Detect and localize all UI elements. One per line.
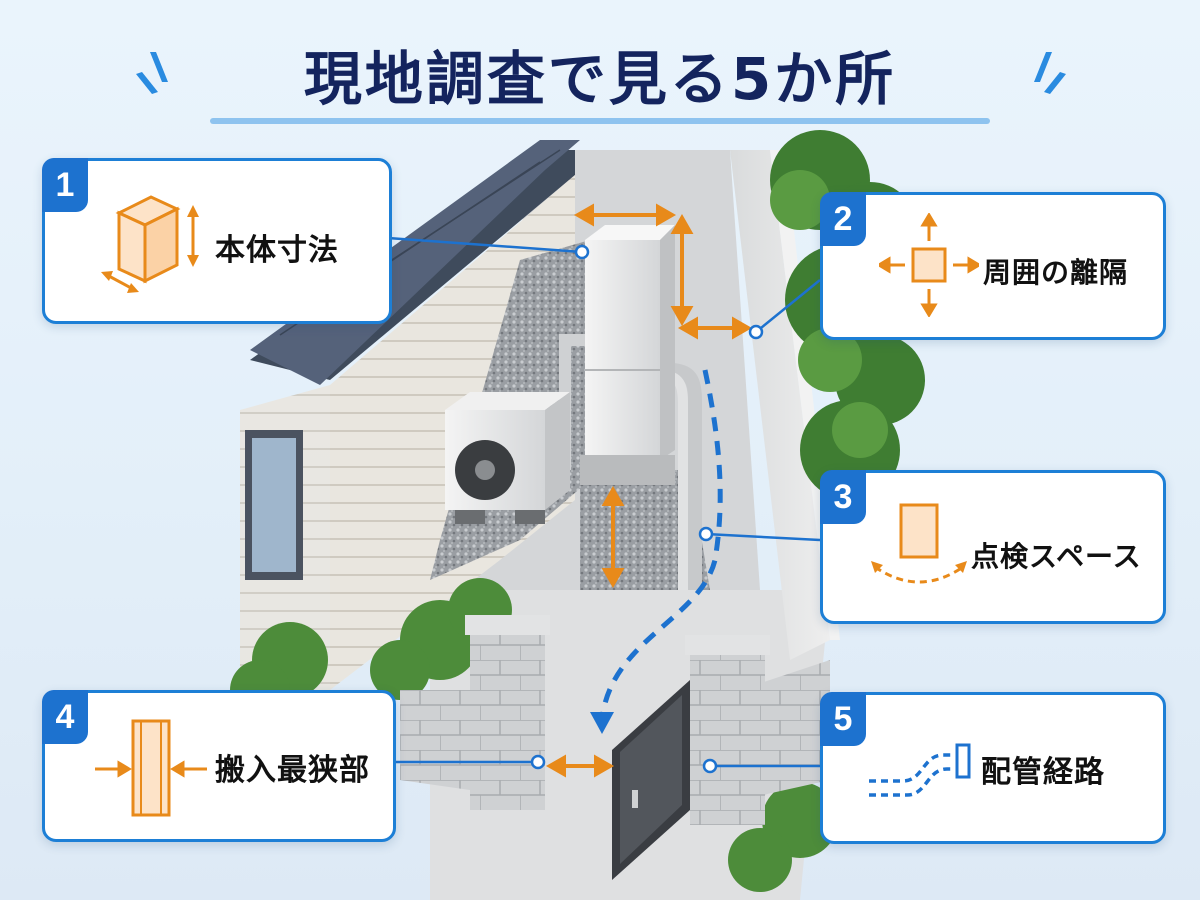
page-title: 現地調査で見る5か所: [303, 45, 897, 113]
card-5-piping-route: 5 配管経路: [820, 692, 1166, 844]
card-1-number-badge: 1: [42, 158, 88, 212]
card-2-surrounding-clearance: 2 周囲の離隔: [820, 192, 1166, 340]
inspection-space-icon: [871, 503, 967, 584]
card-5-number-badge: 5: [820, 692, 866, 746]
card-3-inspection-space: 3 点検スペース: [820, 470, 1166, 624]
card-1-label: 本体寸法: [215, 233, 339, 268]
title-area: 現地調査で見る5か所: [0, 18, 1200, 128]
card-2-label: 周囲の離隔: [983, 256, 1129, 289]
card-4-label: 搬入最狭部: [215, 753, 370, 788]
card-5-label: 配管経路: [981, 755, 1105, 790]
narrowest-path-icon: [95, 719, 207, 817]
card-3-label: 点検スペース: [971, 540, 1142, 573]
title-underline: [210, 118, 990, 124]
left-sparkle-icon: [136, 52, 168, 94]
piping-route-icon: [869, 743, 971, 797]
clearance-arrows-icon: [879, 213, 979, 317]
box-dimension-icon: [101, 195, 199, 293]
right-sparkle-icon: [1034, 52, 1066, 94]
card-3-number-badge: 3: [820, 470, 866, 524]
card-4-number-badge: 4: [42, 690, 88, 744]
card-4-narrowest-entry: 4 搬入最狭部: [42, 690, 396, 842]
card-2-number-badge: 2: [820, 192, 866, 246]
card-1-main-unit-size: 1 本体寸法: [42, 158, 392, 324]
